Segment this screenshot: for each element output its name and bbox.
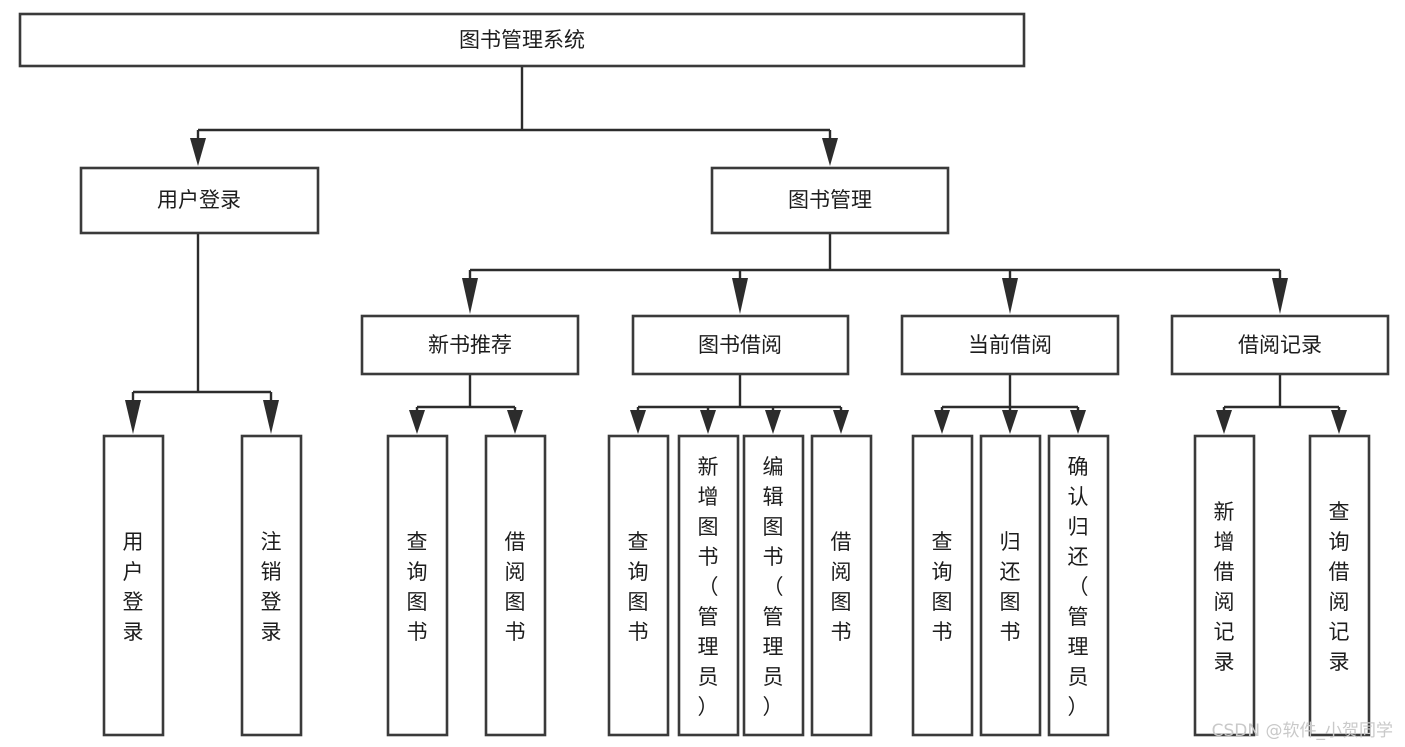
leaf-add-book-admin-box[interactable] xyxy=(677,434,740,737)
node-new-book-recommend-box[interactable] xyxy=(360,314,580,376)
node-book-borrow[interactable]: 图书借阅 xyxy=(631,314,850,376)
leaf-confirm-return-admin-label: 确认归还（管理员） xyxy=(1068,455,1089,719)
leaf-query-book-current[interactable]: 查询图书 xyxy=(911,434,974,737)
node-borrow-record[interactable]: 借阅记录 xyxy=(1170,314,1390,376)
leaf-return-book[interactable]: 归还图书 xyxy=(979,434,1042,737)
arrowhead-leaf-c3 xyxy=(833,410,849,434)
arrowhead-l3-1 xyxy=(732,278,748,314)
leaf-query-book-current-box[interactable] xyxy=(911,434,974,737)
leaf-logout-label: 注销登录 xyxy=(261,530,282,644)
leaf-add-borrow-record-box[interactable] xyxy=(1193,434,1256,737)
csdn-watermark: CSDN @软件_小贺同学 xyxy=(1211,721,1393,741)
leaf-query-book-borrow[interactable]: 查询图书 xyxy=(607,434,670,737)
leaf-logout-box[interactable] xyxy=(240,434,303,737)
leaf-add-borrow-record-label: 新增借阅记录 xyxy=(1214,500,1235,674)
arrowhead-leaf-c1 xyxy=(700,410,716,434)
leaf-add-book-admin[interactable]: 新增图书（管理员） xyxy=(677,434,740,737)
leaf-query-book-recommend-label: 查询图书 xyxy=(407,530,428,644)
leaf-borrow-book-box[interactable] xyxy=(810,434,873,737)
leaf-edit-book-admin-label: 编辑图书（管理员） xyxy=(763,455,784,719)
leaf-confirm-return-admin-box[interactable] xyxy=(1047,434,1110,737)
arrowhead-leaf-c0 xyxy=(630,410,646,434)
leaf-query-book-borrow-label: 查询图书 xyxy=(628,530,649,644)
node-book-management-label: 图书管理 xyxy=(788,188,872,212)
leaf-return-book-label: 归还图书 xyxy=(1000,530,1021,644)
leaf-add-book-admin-label: 新增图书（管理员） xyxy=(698,455,719,719)
leaf-logout[interactable]: 注销登录 xyxy=(240,434,303,737)
node-new-book-recommend[interactable]: 新书推荐 xyxy=(360,314,580,376)
node-user-login[interactable]: 用户登录 xyxy=(79,166,320,235)
arrowhead-l3-0 xyxy=(462,278,478,314)
leaf-borrow-book-recommend[interactable]: 借阅图书 xyxy=(484,434,547,737)
leaf-user-login[interactable]: 用户登录 xyxy=(102,434,165,737)
arrowhead-leaf-a0 xyxy=(125,400,141,434)
node-book-borrow-label: 图书借阅 xyxy=(698,333,782,357)
leaf-borrow-book[interactable]: 借阅图书 xyxy=(810,434,873,737)
arrowhead-leaf-d2 xyxy=(1070,410,1086,434)
arrowhead-leaf-e1 xyxy=(1331,410,1347,434)
arrowhead-leaf-b1 xyxy=(507,410,523,434)
node-current-borrow-box[interactable] xyxy=(900,314,1120,376)
arrowhead-l3-3 xyxy=(1272,278,1288,314)
leaf-user-login-box[interactable] xyxy=(102,434,165,737)
arrowhead-leaf-c2 xyxy=(765,410,781,434)
leaf-edit-book-admin[interactable]: 编辑图书（管理员） xyxy=(742,434,805,737)
leaf-query-borrow-record-label: 查询借阅记录 xyxy=(1329,500,1350,674)
leaf-borrow-book-label: 借阅图书 xyxy=(831,530,852,644)
arrowhead-leaf-a1 xyxy=(263,400,279,434)
leaf-borrow-book-recommend-label: 借阅图书 xyxy=(505,530,526,644)
leaf-query-borrow-record[interactable]: 查询借阅记录 xyxy=(1308,434,1371,737)
node-new-book-recommend-label: 新书推荐 xyxy=(428,333,512,357)
leaf-return-book-box[interactable] xyxy=(979,434,1042,737)
arrowhead-l2-0 xyxy=(190,138,206,166)
node-user-login-box[interactable] xyxy=(79,166,320,235)
leaf-user-login-label: 用户登录 xyxy=(123,530,144,644)
node-root[interactable]: 图书管理系统 xyxy=(18,12,1026,68)
leaf-query-book-borrow-box[interactable] xyxy=(607,434,670,737)
node-borrow-record-box[interactable] xyxy=(1170,314,1390,376)
leaf-query-book-recommend[interactable]: 查询图书 xyxy=(386,434,449,737)
arrowhead-l2-1 xyxy=(822,138,838,166)
arrowhead-leaf-d0 xyxy=(934,410,950,434)
leaf-confirm-return-admin[interactable]: 确认归还（管理员） xyxy=(1047,434,1110,737)
node-root-box[interactable] xyxy=(18,12,1026,68)
node-root-label: 图书管理系统 xyxy=(459,28,585,52)
node-book-management-box[interactable] xyxy=(710,166,950,235)
node-book-management[interactable]: 图书管理 xyxy=(710,166,950,235)
leaf-query-borrow-record-box[interactable] xyxy=(1308,434,1371,737)
node-borrow-record-label: 借阅记录 xyxy=(1238,333,1322,357)
arrowhead-leaf-e0 xyxy=(1216,410,1232,434)
leaf-borrow-book-recommend-box[interactable] xyxy=(484,434,547,737)
leaf-add-borrow-record[interactable]: 新增借阅记录 xyxy=(1193,434,1256,737)
node-book-borrow-box[interactable] xyxy=(631,314,850,376)
leaf-edit-book-admin-box[interactable] xyxy=(742,434,805,737)
leaf-query-book-recommend-box[interactable] xyxy=(386,434,449,737)
node-current-borrow-label: 当前借阅 xyxy=(968,333,1052,357)
edges-layer xyxy=(125,66,1347,434)
leaf-query-book-current-label: 查询图书 xyxy=(932,530,953,644)
arrowhead-leaf-d1 xyxy=(1002,410,1018,434)
node-current-borrow[interactable]: 当前借阅 xyxy=(900,314,1120,376)
node-user-login-label: 用户登录 xyxy=(157,188,241,212)
arrowhead-leaf-b0 xyxy=(409,410,425,434)
arrowhead-l3-2 xyxy=(1002,278,1018,314)
